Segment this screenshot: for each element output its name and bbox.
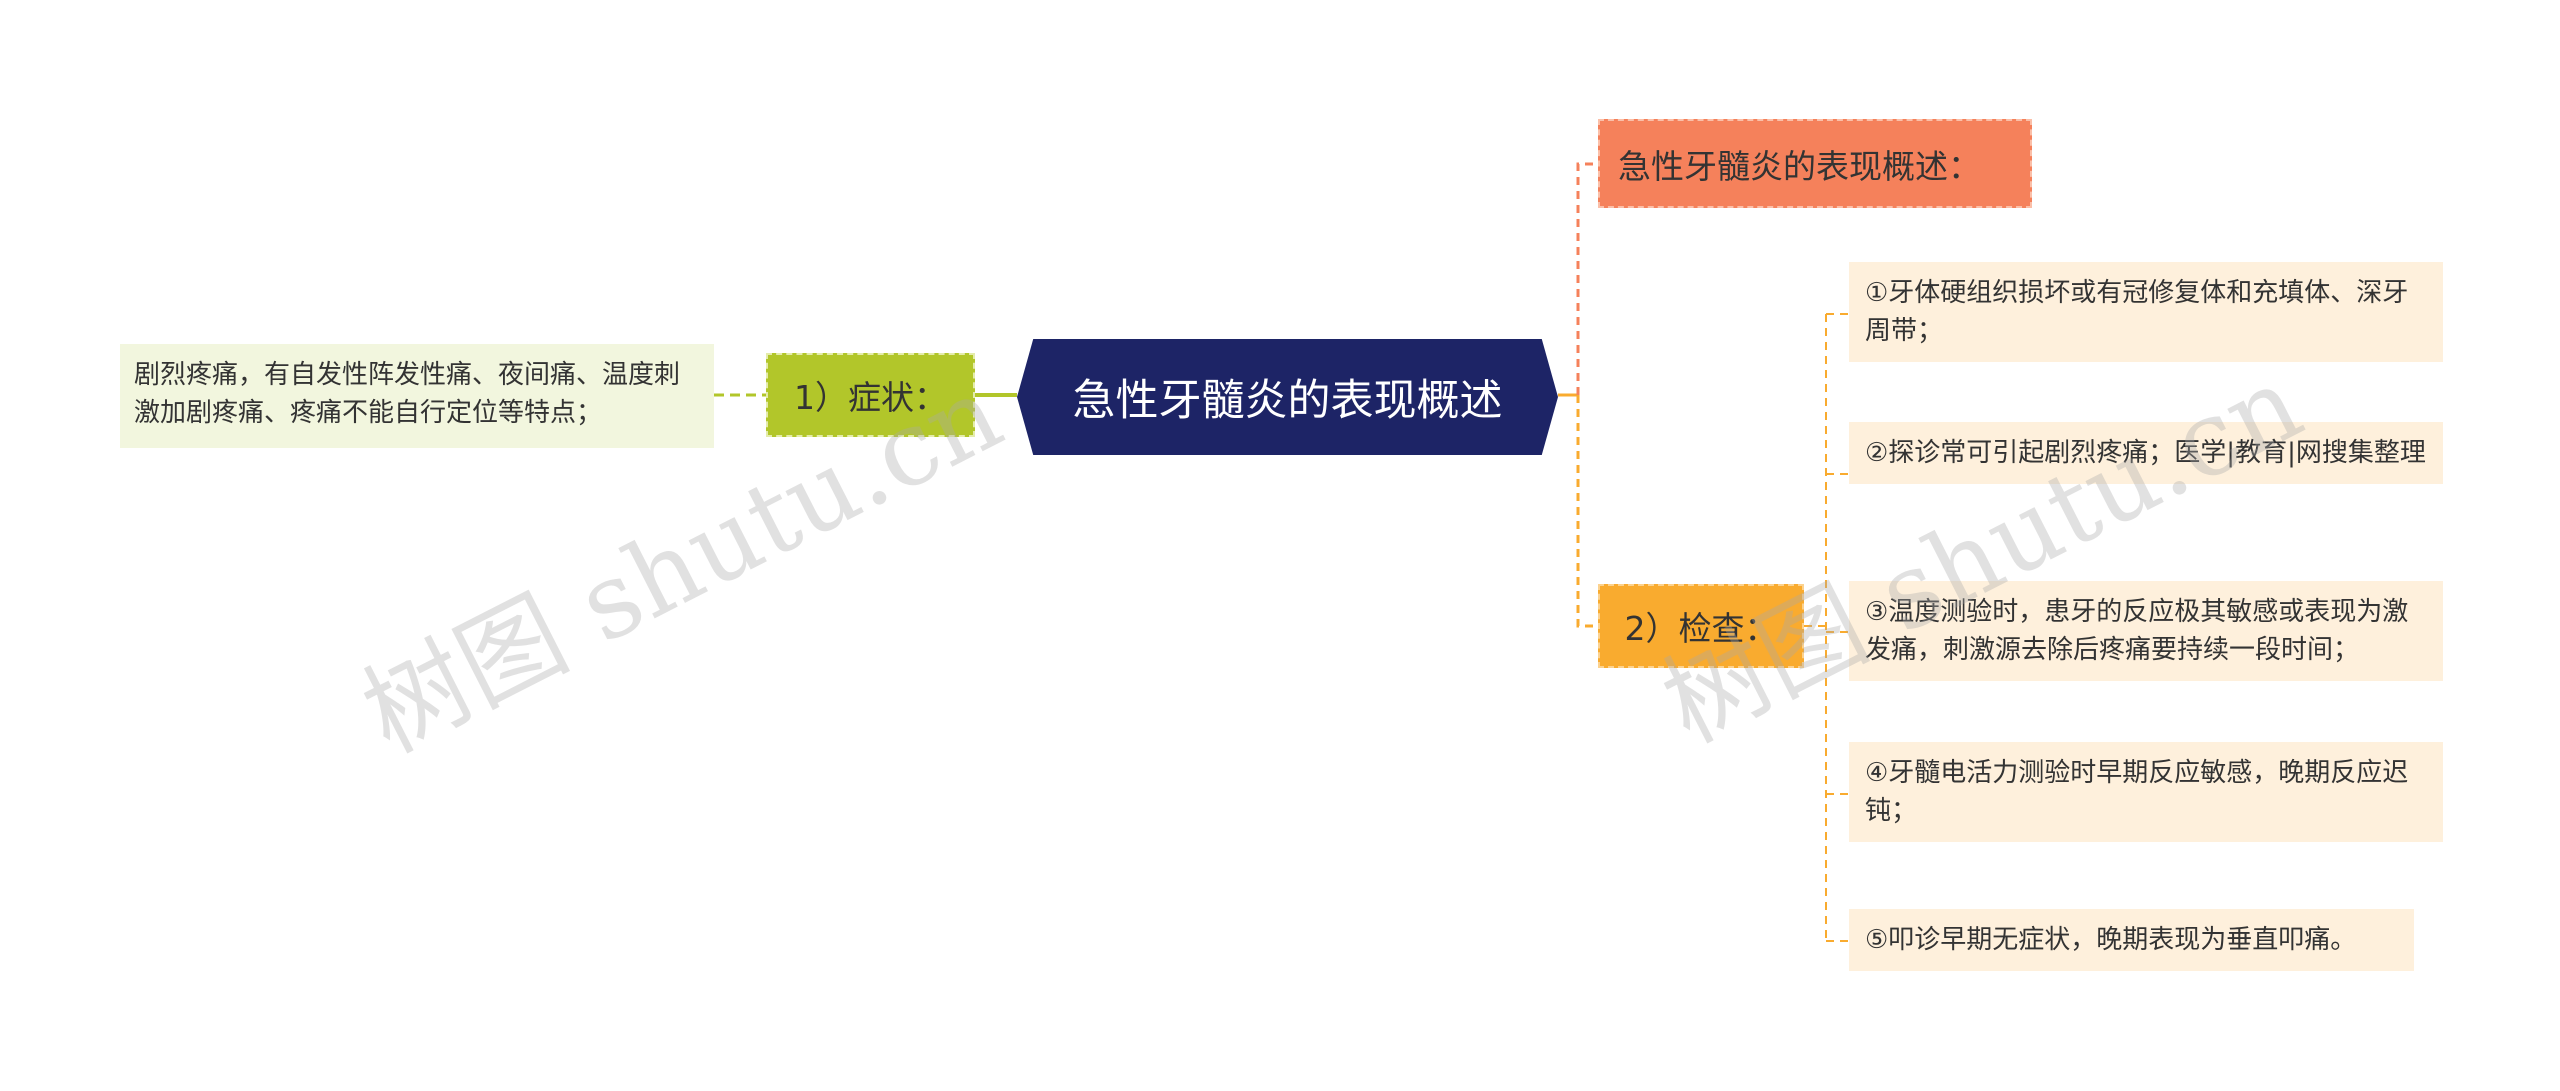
exam-item-2[interactable]: ②探诊常可引起剧烈疼痛；医学|教育|网搜集整理	[1849, 422, 2443, 484]
exam-item-3-text: ③温度测验时，患牙的反应极其敏感或表现为激发痛，刺激源去除后疼痛要持续一段时间；	[1865, 597, 2409, 665]
exam-item-4[interactable]: ④牙髓电活力测验时早期反应敏感，晚期反应迟钝；	[1849, 742, 2443, 842]
topic-exam[interactable]: 2）检查：	[1598, 584, 1804, 668]
central-topic-label: 急性牙髓炎的表现概述	[1072, 376, 1503, 426]
topic-exam-label: 2）检查：	[1624, 609, 1778, 648]
exam-item-5-text: ⑤叩诊早期无症状，晚期表现为垂直叩痛。	[1865, 925, 2357, 955]
topic-overview[interactable]: 急性牙髓炎的表现概述：	[1598, 119, 2032, 208]
subtopic-symptoms-detail[interactable]: 剧烈疼痛，有自发性阵发性痛、夜间痛、温度刺激加剧疼痛、疼痛不能自行定位等特点；	[120, 344, 714, 448]
central-topic[interactable]: 急性牙髓炎的表现概述	[1017, 339, 1558, 455]
topic-symptoms-label: 1）症状：	[794, 378, 947, 417]
topic-symptoms[interactable]: 1）症状：	[766, 353, 975, 437]
link-center-exam	[1576, 395, 1598, 628]
exam-item-4-text: ④牙髓电活力测验时早期反应敏感，晚期反应迟钝；	[1865, 758, 2409, 826]
topic-overview-label: 急性牙髓炎的表现概述：	[1618, 146, 1981, 186]
link-center-overview	[1576, 162, 1598, 395]
exam-item-3[interactable]: ③温度测验时，患牙的反应极其敏感或表现为激发痛，刺激源去除后疼痛要持续一段时间；	[1849, 581, 2443, 681]
exam-item-1[interactable]: ①牙体硬组织损坏或有冠修复体和充填体、深牙周带；	[1849, 262, 2443, 362]
exam-item-1-text: ①牙体硬组织损坏或有冠修复体和充填体、深牙周带；	[1865, 278, 2409, 346]
exam-item-5[interactable]: ⑤叩诊早期无症状，晚期表现为垂直叩痛。	[1849, 909, 2414, 971]
exam-item-2-text: ②探诊常可引起剧烈疼痛；医学|教育|网搜集整理	[1865, 438, 2426, 468]
subtopic-symptoms-detail-text: 剧烈疼痛，有自发性阵发性痛、夜间痛、温度刺激加剧疼痛、疼痛不能自行定位等特点；	[134, 360, 681, 428]
